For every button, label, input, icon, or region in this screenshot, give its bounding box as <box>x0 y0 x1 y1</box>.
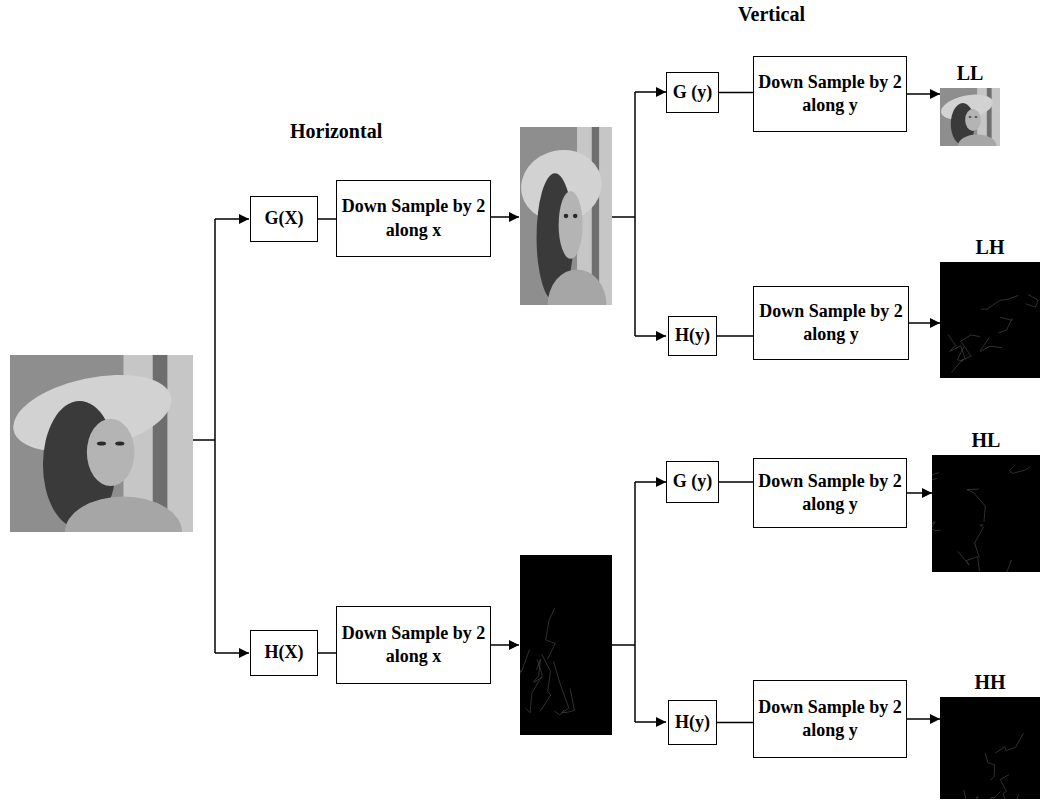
horizontal-high-image <box>519 555 612 735</box>
connector-line <box>719 92 753 94</box>
wire <box>193 439 215 441</box>
arrow <box>635 335 666 337</box>
box-label: H(y) <box>675 324 710 347</box>
downsample-box: Down Sample by 2 along x <box>336 180 491 257</box>
subband-picture <box>940 262 1040 378</box>
wire <box>612 216 635 218</box>
filter-box: H(X) <box>250 630 318 676</box>
filter-box: H(y) <box>668 700 717 745</box>
branch-wires <box>193 92 666 722</box>
box-label: H(X) <box>265 641 304 664</box>
box-label: Down Sample by 2 along y <box>758 470 902 517</box>
connector-arrow <box>907 492 932 494</box>
arrow <box>489 644 519 646</box>
box-label: H(y) <box>675 711 710 734</box>
box-label: Down Sample by 2 along y <box>758 71 902 118</box>
stage-label: Vertical <box>738 2 805 26</box>
subband-image: HL <box>932 455 1040 572</box>
connector-arrow <box>909 322 940 324</box>
horizontal-low-image <box>514 127 612 341</box>
connector-arrow <box>907 718 940 720</box>
connector-line <box>717 722 753 724</box>
connector-line <box>318 652 336 654</box>
box-label: Down Sample by 2 along y <box>758 300 904 347</box>
connector-line <box>318 218 336 220</box>
filter-box: G (y) <box>666 461 719 503</box>
arrow <box>215 652 249 654</box>
connector-line <box>717 335 753 337</box>
box-label: Down Sample by 2 along y <box>758 696 902 743</box>
box-label: G (y) <box>673 81 713 104</box>
wire <box>634 482 636 722</box>
stage-label: Horizontal <box>290 119 382 143</box>
arrow <box>489 216 519 218</box>
subband-heading: HL <box>922 428 1041 452</box>
filter-box: G(X) <box>250 196 318 242</box>
arrow <box>215 218 249 220</box>
subband-picture <box>940 697 1040 799</box>
connector-arrow <box>907 93 940 95</box>
input-image <box>6 355 193 567</box>
subband-picture <box>940 88 1000 146</box>
wire <box>214 219 216 653</box>
downsample-box: Down Sample by 2 along y <box>753 458 907 528</box>
downsample-box: Down Sample by 2 along x <box>336 606 491 684</box>
subband-image: LH <box>940 262 1040 378</box>
arrow <box>635 481 666 483</box>
downsample-box: Down Sample by 2 along y <box>753 286 909 360</box>
wire <box>612 644 635 646</box>
filter-box: H(y) <box>668 316 717 356</box>
box-label: Down Sample by 2 along x <box>341 195 486 242</box>
subband-image: HH <box>940 697 1040 799</box>
subband-image: LL <box>940 88 1000 146</box>
subband-picture <box>932 455 1040 572</box>
arrow <box>635 91 666 93</box>
arrow <box>635 721 666 723</box>
downsample-box: Down Sample by 2 along y <box>753 56 907 132</box>
filter-box: G (y) <box>666 72 719 113</box>
subband-heading: HH <box>930 670 1041 694</box>
box-label: Down Sample by 2 along x <box>341 622 486 669</box>
downsample-box: Down Sample by 2 along y <box>753 680 907 758</box>
subband-heading: LH <box>930 235 1041 259</box>
box-label: G (y) <box>673 470 713 493</box>
wire <box>634 92 636 336</box>
subband-heading: LL <box>930 61 1010 85</box>
box-label: G(X) <box>265 207 304 230</box>
connector-line <box>719 481 753 483</box>
